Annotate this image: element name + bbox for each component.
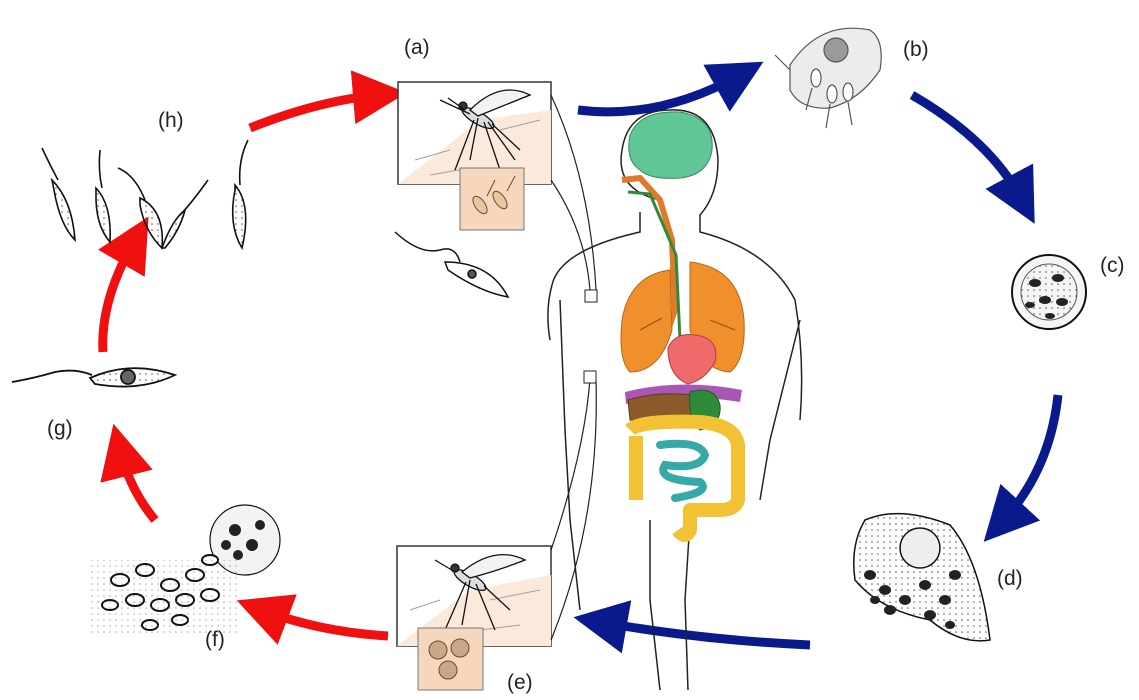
stage-label-b: (b) xyxy=(903,38,929,62)
stage-label-c: (c) xyxy=(1100,254,1125,278)
macrophage-infection-icon xyxy=(775,28,881,128)
skin-sample-box xyxy=(585,290,597,302)
human-anatomy-icon xyxy=(548,110,802,690)
promastigote-icon xyxy=(395,232,508,297)
small-intestine xyxy=(660,444,705,498)
infected-cell-icon xyxy=(1012,255,1086,329)
arrow-e-to-f xyxy=(262,610,388,636)
stage-label-a: (a) xyxy=(404,36,430,60)
arrow-g-to-h xyxy=(103,240,135,352)
stage-label-h: (h) xyxy=(158,109,184,133)
arrow-c-to-d xyxy=(1002,395,1058,522)
arrow-f-to-g xyxy=(120,450,155,520)
stage-label-f: (f) xyxy=(205,628,225,652)
stage-label-g: (g) xyxy=(47,417,73,441)
metacyclic-promastigotes-icon xyxy=(42,140,248,248)
sandfly-bite-panel-bottom xyxy=(397,546,551,690)
heart xyxy=(668,335,716,384)
released-amastigotes-icon xyxy=(90,505,280,635)
stage-label-d: (d) xyxy=(997,567,1023,591)
arrow-d-to-e xyxy=(600,622,810,645)
brain xyxy=(629,112,712,178)
single-promastigote-icon xyxy=(12,368,175,386)
arrow-b-to-c xyxy=(912,95,1022,200)
parasitized-macrophage-icon xyxy=(854,514,990,641)
left-lung xyxy=(621,270,672,372)
arrow-a-to-b xyxy=(578,75,740,112)
sandfly-bite-panel-top xyxy=(398,82,551,230)
skin-sample-box xyxy=(584,371,596,383)
stage-label-e: (e) xyxy=(507,671,533,695)
arrow-h-to-a xyxy=(250,95,380,128)
